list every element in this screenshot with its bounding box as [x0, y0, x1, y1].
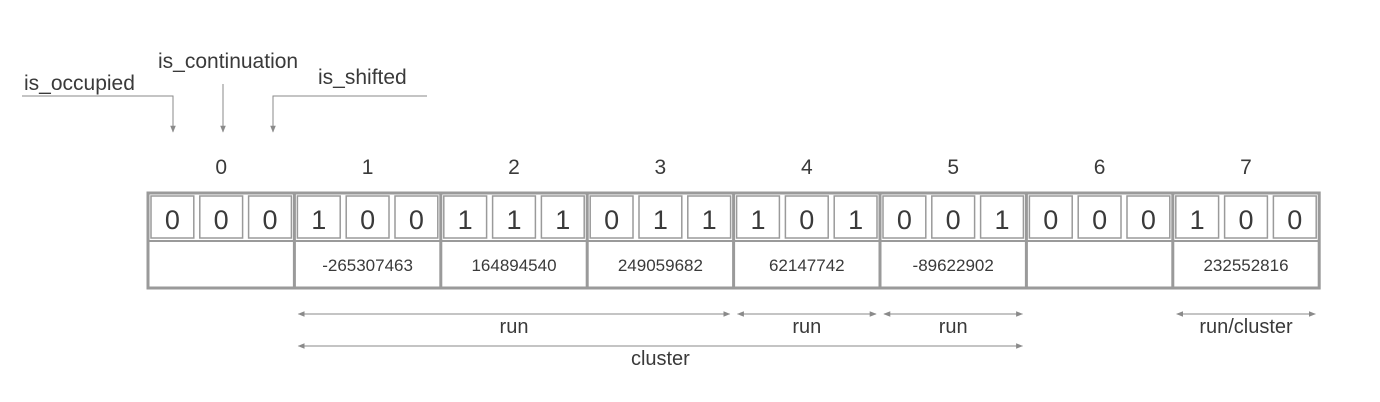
slot-1: 1 1 0 0 -265307463	[292, 156, 439, 288]
bit-value: 1	[555, 205, 570, 235]
bit-cell	[931, 195, 976, 239]
bit-cell	[345, 195, 390, 239]
span-label: run	[500, 316, 529, 338]
bit-value: 0	[1092, 205, 1107, 235]
bit-value: 1	[311, 205, 326, 235]
bit-cell	[296, 195, 341, 239]
span-run-cluster: run/cluster	[1176, 311, 1316, 338]
is-shifted-pointer	[270, 95, 427, 133]
bit-cell	[589, 195, 634, 239]
bit-value: 0	[799, 205, 814, 235]
bit-value: 0	[165, 205, 180, 235]
bit-value: 1	[848, 205, 863, 235]
bit-value: 0	[604, 205, 619, 235]
bit-cell	[882, 195, 927, 239]
bit-cell	[1272, 195, 1317, 239]
span-run: run	[883, 311, 1024, 338]
bit-cell	[247, 195, 293, 239]
bit-cell	[150, 195, 195, 239]
slots-table: 0 0 0 0 1 1 0 0 -265307463 2 1 1 1 164894540 3 0 1 1 24905…	[146, 156, 1321, 290]
remainder-value: 249059682	[618, 256, 703, 275]
bit-value: 1	[458, 205, 473, 235]
bit-cell	[638, 195, 683, 239]
bit-cell	[784, 195, 829, 239]
bit-value: 0	[1141, 205, 1156, 235]
slot-5: 5 0 0 1 -89622902	[878, 156, 1025, 288]
slot-index: 0	[215, 156, 227, 179]
bit-value: 1	[702, 205, 717, 235]
bit-value: 0	[1287, 205, 1302, 235]
is-continuation-label: is_continuation	[158, 50, 298, 73]
bit-cell	[1175, 195, 1220, 239]
bit-value: 1	[1190, 205, 1205, 235]
bit-cell	[491, 195, 537, 239]
slot-7: 7 1 0 0 232552816	[1171, 156, 1317, 288]
bit-cell	[394, 195, 439, 239]
slot-0: 0 0 0 0	[150, 156, 293, 239]
remainder-value: -265307463	[322, 256, 413, 275]
slot-index: 5	[947, 156, 959, 179]
bit-value: 1	[994, 205, 1009, 235]
bit-value: 0	[360, 205, 375, 235]
bit-cell	[199, 195, 244, 239]
bit-value: 0	[1238, 205, 1253, 235]
span-label: run	[939, 316, 968, 338]
bit-value: 0	[262, 205, 277, 235]
bit-value: 1	[506, 205, 521, 235]
remainder-value: 62147742	[769, 256, 845, 275]
bit-value: 1	[750, 205, 765, 235]
bit-cell	[979, 195, 1025, 239]
slot-2: 2 1 1 1 164894540	[439, 156, 585, 288]
slot-index: 4	[801, 156, 813, 179]
slot-index: 1	[362, 156, 374, 179]
bit-cell	[1077, 195, 1122, 239]
span-label: run	[792, 316, 821, 338]
slot-index: 7	[1240, 156, 1252, 179]
slot-index: 2	[508, 156, 520, 179]
flag-annotations: is_occupied is_continuation is_shifted	[22, 50, 427, 133]
remainder-value: 232552816	[1203, 256, 1288, 275]
slot-3: 3 0 1 1 249059682	[585, 156, 732, 288]
run-cluster-spans: run run run run/cluster cluster	[297, 311, 1316, 370]
slot-index: 6	[1094, 156, 1106, 179]
bit-cell	[833, 195, 878, 239]
remainder-value: -89622902	[913, 256, 994, 275]
slot-6: 6 0 0 0	[1024, 156, 1171, 288]
bit-value: 0	[1043, 205, 1058, 235]
bit-cell	[443, 195, 488, 239]
is-shifted-label: is_shifted	[318, 66, 407, 89]
slot-4: 4 1 0 1 62147742	[732, 156, 878, 288]
bit-value: 1	[653, 205, 668, 235]
span-label: run/cluster	[1199, 316, 1293, 338]
span-run: run	[297, 311, 731, 338]
is-occupied-pointer	[22, 95, 176, 133]
remainder-value: 164894540	[471, 256, 556, 275]
bit-value: 0	[409, 205, 424, 235]
bit-cell	[735, 195, 781, 239]
bit-value: 0	[946, 205, 961, 235]
bit-cell	[1126, 195, 1171, 239]
span-label: cluster	[631, 348, 690, 370]
bit-cell	[1223, 195, 1269, 239]
span-cluster: cluster	[297, 343, 1024, 370]
span-run: run	[736, 311, 877, 338]
bit-value: 0	[214, 205, 229, 235]
bit-cell	[687, 195, 732, 239]
slot-index: 3	[655, 156, 667, 179]
bit-value: 0	[897, 205, 912, 235]
bit-cell	[540, 195, 585, 239]
is-occupied-label: is_occupied	[24, 72, 135, 95]
bit-cell	[1028, 195, 1073, 239]
